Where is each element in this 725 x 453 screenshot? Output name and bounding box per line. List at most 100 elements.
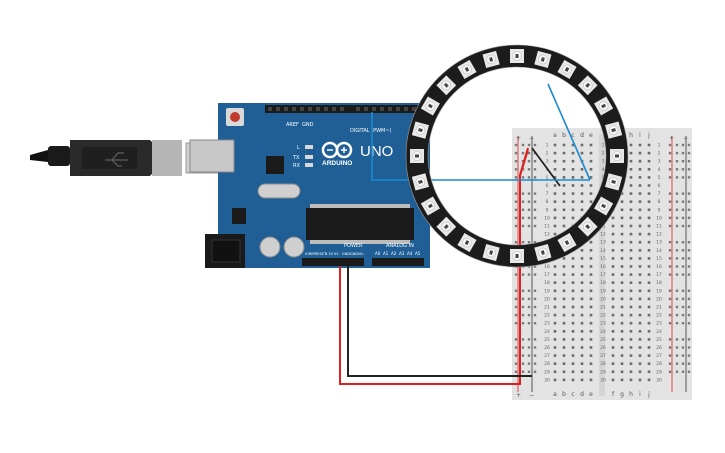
breadboard-hole[interactable]	[580, 143, 584, 147]
rail-hole[interactable]	[533, 168, 537, 171]
breadboard-hole[interactable]	[571, 321, 575, 325]
breadboard-hole[interactable]	[638, 176, 642, 179]
rail-hole[interactable]	[681, 176, 685, 179]
breadboard-hole[interactable]	[589, 330, 593, 333]
breadboard-hole[interactable]	[620, 249, 624, 252]
breadboard-hole[interactable]	[571, 159, 575, 163]
breadboard-hole[interactable]	[629, 168, 633, 171]
rail-hole[interactable]	[668, 192, 672, 195]
breadboard-hole[interactable]	[580, 378, 584, 382]
breadboard-hole[interactable]	[580, 249, 584, 252]
breadboard-hole[interactable]	[647, 143, 651, 147]
breadboard-hole[interactable]	[647, 224, 651, 228]
rail-hole[interactable]	[687, 265, 691, 268]
breadboard-hole[interactable]	[562, 281, 566, 284]
breadboard-hole[interactable]	[629, 224, 633, 228]
breadboard-hole[interactable]	[647, 313, 651, 317]
breadboard-hole[interactable]	[647, 346, 651, 349]
breadboard-hole[interactable]	[629, 313, 633, 317]
breadboard-hole[interactable]	[629, 281, 633, 284]
breadboard-hole[interactable]	[620, 321, 624, 325]
breadboard-hole[interactable]	[589, 200, 593, 203]
rail-hole[interactable]	[668, 208, 672, 211]
rail-hole[interactable]	[521, 273, 525, 276]
breadboard-hole[interactable]	[562, 176, 566, 179]
rail-hole[interactable]	[687, 313, 691, 317]
breadboard-hole[interactable]	[629, 192, 633, 195]
wire-blue-data[interactable]	[371, 83, 591, 181]
breadboard-hole[interactable]	[589, 159, 593, 163]
rail-hole[interactable]	[533, 289, 537, 292]
breadboard-hole[interactable]	[620, 216, 624, 220]
breadboard-hole[interactable]	[589, 240, 593, 244]
breadboard-hole[interactable]	[553, 354, 557, 357]
breadboard-hole[interactable]	[553, 362, 557, 365]
breadboard-hole[interactable]	[553, 265, 557, 268]
rail-hole[interactable]	[527, 354, 531, 357]
breadboard-hole[interactable]	[647, 273, 651, 276]
rail-hole[interactable]	[681, 273, 685, 276]
rail-hole[interactable]	[533, 297, 537, 301]
breadboard-hole[interactable]	[611, 305, 615, 309]
rail-hole[interactable]	[681, 346, 685, 349]
breadboard-hole[interactable]	[647, 200, 651, 203]
breadboard-hole[interactable]	[562, 362, 566, 365]
breadboard-hole[interactable]	[638, 168, 642, 171]
rail-hole[interactable]	[668, 200, 672, 203]
rail-hole[interactable]	[533, 200, 537, 203]
neopixel-led[interactable]	[482, 244, 500, 262]
rail-hole[interactable]	[681, 265, 685, 268]
rail-hole[interactable]	[514, 354, 518, 357]
rail-hole[interactable]	[668, 322, 672, 325]
rail-hole[interactable]	[514, 346, 518, 349]
neopixel-led[interactable]	[594, 196, 614, 216]
rail-hole[interactable]	[681, 224, 685, 228]
rail-hole[interactable]	[521, 305, 525, 309]
breadboard-hole[interactable]	[647, 208, 651, 212]
rail-hole[interactable]	[533, 362, 537, 365]
neopixel-ring[interactable]	[405, 44, 629, 268]
breadboard-hole[interactable]	[553, 143, 557, 147]
breadboard-hole[interactable]	[629, 338, 633, 341]
breadboard-hole[interactable]	[589, 273, 593, 276]
breadboard-hole[interactable]	[629, 354, 633, 357]
rail-hole[interactable]	[668, 265, 672, 268]
rail-hole[interactable]	[687, 370, 691, 373]
breadboard-hole[interactable]	[629, 151, 633, 155]
rail-hole[interactable]	[668, 143, 672, 147]
rail-hole[interactable]	[527, 305, 531, 309]
rail-hole[interactable]	[533, 224, 537, 228]
rail-hole[interactable]	[675, 249, 679, 252]
neopixel-led[interactable]	[510, 49, 524, 63]
rail-hole[interactable]	[681, 305, 685, 309]
breadboard-hole[interactable]	[620, 281, 624, 284]
breadboard-hole[interactable]	[638, 273, 642, 276]
breadboard-hole[interactable]	[571, 330, 575, 333]
breadboard-hole[interactable]	[611, 224, 615, 228]
breadboard-hole[interactable]	[580, 168, 584, 171]
breadboard-hole[interactable]	[611, 257, 615, 260]
rail-hole[interactable]	[533, 241, 537, 244]
rail-hole[interactable]	[681, 151, 685, 155]
breadboard-hole[interactable]	[571, 273, 575, 276]
breadboard-hole[interactable]	[562, 192, 566, 195]
breadboard-hole[interactable]	[620, 297, 624, 301]
breadboard-hole[interactable]	[647, 305, 651, 309]
breadboard-hole[interactable]	[571, 313, 575, 317]
breadboard-hole[interactable]	[620, 200, 624, 203]
breadboard-hole[interactable]	[571, 297, 575, 301]
rail-hole[interactable]	[687, 241, 691, 244]
breadboard-hole[interactable]	[553, 216, 557, 220]
breadboard-hole[interactable]	[629, 378, 633, 382]
rail-hole[interactable]	[675, 216, 679, 220]
breadboard-hole[interactable]	[589, 257, 593, 260]
breadboard-hole[interactable]	[647, 168, 651, 171]
rail-hole[interactable]	[521, 338, 525, 341]
breadboard-hole[interactable]	[571, 184, 575, 187]
breadboard-hole[interactable]	[629, 257, 633, 260]
breadboard-hole[interactable]	[580, 200, 584, 203]
breadboard-hole[interactable]	[629, 240, 633, 244]
breadboard-hole[interactable]	[647, 249, 651, 252]
rail-hole[interactable]	[527, 289, 531, 292]
breadboard-hole[interactable]	[647, 330, 651, 333]
